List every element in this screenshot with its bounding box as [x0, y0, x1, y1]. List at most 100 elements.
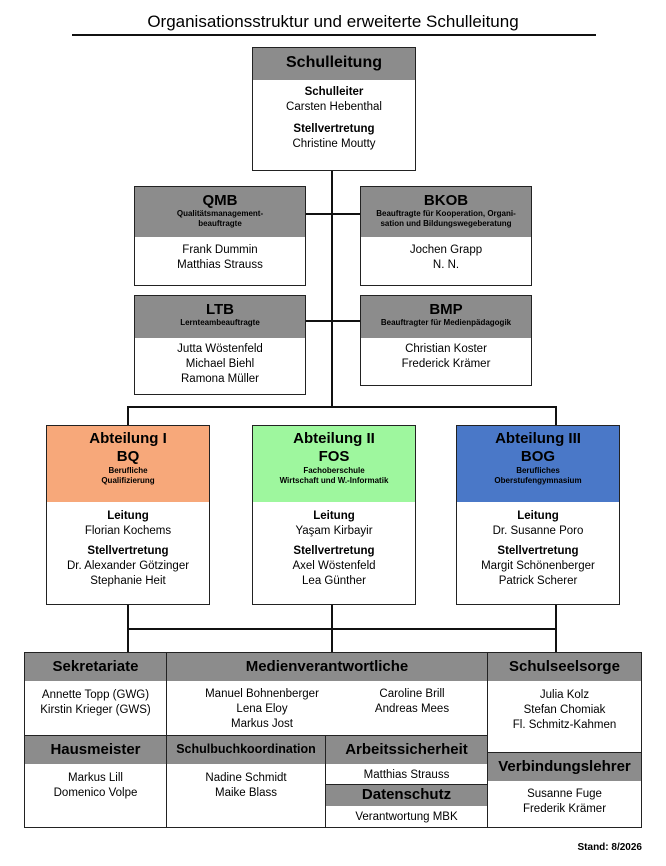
abteilung-1-code: BQ	[116, 448, 140, 465]
bkob-subtitle-2: sation und Bildungswegeberatung	[380, 219, 512, 228]
verbindungslehrer-name-1: Susanne Fuge	[527, 788, 602, 800]
abteilung-3-code: BOG	[520, 448, 556, 465]
bkob-subtitle-1: Beauftragte für Kooperation, Organi-	[376, 209, 516, 218]
hausmeister-name-1: Markus Lill	[68, 772, 123, 784]
abteilung-2-code: FOS	[318, 448, 350, 465]
connector-bottom	[127, 628, 557, 630]
abteilung-3-subtitle-2: Oberstufengymnasium	[494, 476, 582, 485]
qmb-subtitle-1: Qualitätsmanagement-	[176, 209, 264, 218]
abteilung-3-subtitle-1: Berufliches	[516, 466, 560, 475]
ltb-name-1: Jutta Wöstenfeld	[177, 343, 263, 355]
schulseelsorge-name-1: Julia Kolz	[539, 689, 590, 701]
qmb-title: QMB	[202, 192, 238, 209]
medien-title: Medienverantwortliche	[167, 653, 487, 681]
abteilung-2-subtitle-2: Wirtschaft und W.-Informatik	[279, 476, 389, 485]
abteilung-3-stellv-1: Margit Schönenberger	[481, 560, 595, 572]
bmp-title: BMP	[429, 301, 463, 318]
datenschutz-name: Verantwortung MBK	[355, 811, 458, 823]
stellvertretung-name: Christine Moutty	[292, 138, 376, 150]
schulseelsorge-box: Schulseelsorge Julia Kolz Stefan Chomiak…	[487, 652, 642, 753]
medien-name-right-1: Caroline Brill	[379, 688, 445, 700]
abteilung-2-subtitle-1: Fachoberschule	[303, 466, 365, 475]
abteilung-3-leitung: Dr. Susanne Poro	[492, 525, 584, 537]
abteilung-2-title: Abteilung II	[293, 430, 375, 447]
bkob-name-2: N. N.	[432, 259, 460, 271]
hausmeister-box: Hausmeister Markus Lill Domenico Volpe	[24, 735, 167, 828]
bmp-name-1: Christian Koster	[405, 343, 487, 355]
schulseelsorge-name-2: Stefan Chomiak	[523, 704, 606, 716]
verbindungslehrer-name-2: Frederik Krämer	[522, 803, 607, 815]
schulseelsorge-title: Schulseelsorge	[488, 653, 641, 681]
ltb-name-2: Michael Biehl	[185, 358, 255, 370]
schulbuch-name-1: Nadine Schmidt	[205, 772, 287, 784]
abteilung-2-leitung-label: Leitung	[313, 510, 355, 522]
bkob-box: BKOB Beauftragte für Kooperation, Organi…	[360, 186, 532, 286]
datenschutz-title: Datenschutz	[326, 785, 487, 806]
connector-main-vertical	[331, 171, 333, 407]
schulbuch-name-2: Maike Blass	[215, 787, 277, 799]
sekretariate-box: Sekretariate Annette Topp (GWG) Kirstin …	[24, 652, 167, 736]
bkob-title: BKOB	[423, 192, 469, 209]
bmp-name-2: Frederick Krämer	[401, 358, 491, 370]
abteilung-1-leitung: Florian Kochems	[84, 525, 172, 537]
stellvertretung-label: Stellvertretung	[293, 123, 375, 135]
medien-name-right-2: Andreas Mees	[374, 703, 450, 715]
ltb-subtitle: Lernteambeauftragte	[180, 318, 260, 327]
page-title: Organisationsstruktur und erweiterte Sch…	[147, 12, 519, 31]
title-underline	[72, 34, 596, 36]
schulleiter-name: Carsten Hebenthal	[286, 101, 382, 113]
abteilung-1-box: Abteilung I BQ Berufliche Qualifizierung…	[46, 425, 210, 605]
arbeitssicherheit-title: Arbeitssicherheit	[326, 736, 487, 764]
abteilung-1-subtitle-1: Berufliche	[108, 466, 148, 475]
connector-abt1	[127, 406, 129, 426]
hausmeister-name-2: Domenico Volpe	[53, 787, 138, 799]
medien-name-left-2: Lena Eloy	[236, 703, 288, 715]
qmb-name-1: Frank Dummin	[182, 244, 258, 256]
abteilung-3-stellv-label: Stellvertretung	[497, 545, 579, 557]
datenschutz-box: Datenschutz Verantwortung MBK	[325, 784, 488, 828]
abteilung-3-stellv-2: Patrick Scherer	[498, 575, 578, 587]
abteilung-2-leitung: Yaşam Kirbayir	[295, 525, 373, 537]
abteilung-3-title: Abteilung III	[495, 430, 581, 447]
abteilung-3-leitung-label: Leitung	[517, 510, 559, 522]
qmb-subtitle-2: beauftragte	[198, 219, 242, 228]
abteilung-3-box: Abteilung III BOG Berufliches Oberstufen…	[456, 425, 620, 605]
connector-qmb	[306, 213, 360, 215]
abteilung-1-title: Abteilung I	[89, 430, 167, 447]
arbeitssicherheit-name: Matthias Strauss	[363, 769, 450, 781]
qmb-box: QMB Qualitätsmanagement- beauftragte Fra…	[134, 186, 306, 286]
verbindungslehrer-title: Verbindungslehrer	[488, 753, 641, 781]
schulseelsorge-name-3: Fl. Schmitz-Kahmen	[512, 719, 617, 731]
sekretariate-name-1: Annette Topp (GWG)	[41, 689, 150, 701]
arbeitssicherheit-box: Arbeitssicherheit Matthias Strauss	[325, 735, 488, 785]
abteilung-2-stellv-2: Lea Günther	[302, 575, 366, 587]
schulleitung-title: Schulleitung	[286, 54, 382, 71]
bmp-subtitle: Beauftragter für Medienpädagogik	[380, 318, 512, 327]
stand-date: Stand: 8/2026	[577, 842, 642, 853]
medien-name-left-3: Markus Jost	[231, 718, 293, 730]
connector-abteilungen	[127, 406, 556, 408]
abteilung-1-stellv-2: Stephanie Heit	[90, 575, 166, 587]
schulbuch-box: Schulbuchkoordination Nadine Schmidt Mai…	[166, 735, 326, 828]
connector-ltb	[306, 320, 360, 322]
bmp-box: BMP Beauftragter für Medienpädagogik Chr…	[360, 295, 532, 386]
medien-name-left-1: Manuel Bohnenberger	[205, 688, 319, 700]
ltb-title: LTB	[205, 301, 235, 318]
ltb-name-3: Ramona Müller	[181, 373, 259, 385]
abteilung-1-stellv-1: Dr. Alexander Götzinger	[66, 560, 190, 572]
abteilung-2-box: Abteilung II FOS Fachoberschule Wirtscha…	[252, 425, 416, 605]
schulbuch-title: Schulbuchkoordination	[167, 736, 325, 764]
abteilung-2-stellv-1: Axel Wöstenfeld	[292, 560, 376, 572]
hausmeister-title: Hausmeister	[25, 736, 166, 764]
qmb-name-2: Matthias Strauss	[177, 259, 263, 271]
abteilung-2-stellv-label: Stellvertretung	[293, 545, 375, 557]
abteilung-1-stellv-label: Stellvertretung	[87, 545, 169, 557]
schulleiter-label: Schulleiter	[304, 86, 364, 98]
connector-abt3	[555, 406, 557, 426]
schulleitung-box: Schulleitung Schulleiter Carsten Hebenth…	[252, 47, 416, 171]
bkob-name-1: Jochen Grapp	[409, 244, 483, 256]
abteilung-1-leitung-label: Leitung	[107, 510, 149, 522]
ltb-box: LTB Lernteambeauftragte Jutta Wöstenfeld…	[134, 295, 306, 395]
verbindungslehrer-box: Verbindungslehrer Susanne Fuge Frederik …	[487, 752, 642, 828]
sekretariate-title: Sekretariate	[25, 653, 166, 681]
